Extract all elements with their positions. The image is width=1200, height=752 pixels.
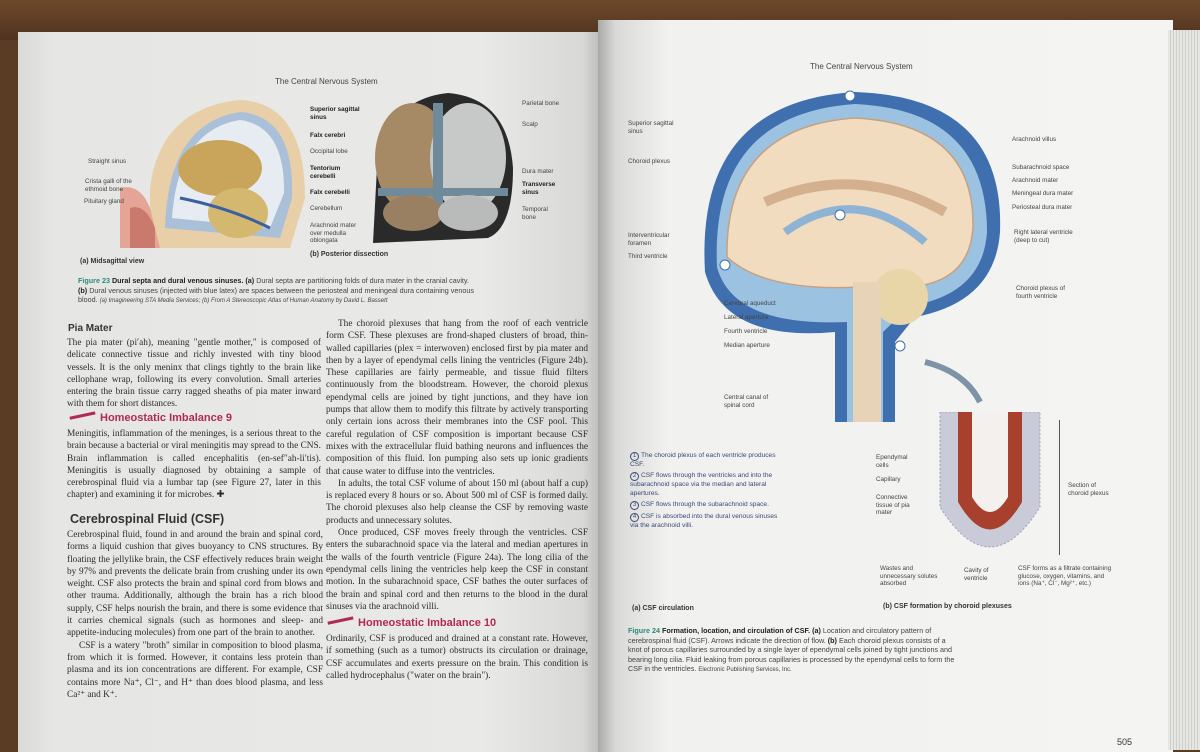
figure-24a-brain-csf-illustration [704,90,1001,422]
label-lateral-aperture: Lateral aperture [724,314,769,321]
label-tentorium-cerebelli: Tentorium cerebelli [310,165,341,180]
section-bracket [1050,420,1060,555]
label-fourth-ventricle: Fourth ventricle [724,328,768,335]
label-third-ventricle: Third ventricle [628,253,668,260]
label-choroid-plexus-fourth-ventricle: Choroid plexus of fourth ventricle [1016,285,1066,300]
figure-23a-midsagittal-illustration [120,100,305,248]
page-number: 505 [1117,737,1133,747]
label-cerebellum: Cerebellum [310,205,343,212]
label-cavity-of-ventricle: Cavity of ventricle [964,567,989,582]
label-periosteal-dura-mater: Periosteal dura mater [1012,204,1073,211]
label-meningeal-dura-mater: Meningeal dura mater [1012,190,1074,197]
label-transverse-sinus: Transverse sinus [522,181,556,196]
csf-paragraph-2: CSF is a watery "broth" similar in compo… [67,640,323,700]
label-central-canal: Central canal of spinal cord [724,394,769,409]
csf-paragraph-1: Cerebrospinal fluid, found in and around… [67,530,323,639]
figure-23a-subtitle: (a) Midsagittal view [80,258,145,265]
label-arachnoid-mater: Arachnoid mater [1012,177,1059,184]
label-csf-filtrate: CSF forms as a filtrate containing gluco… [1018,565,1112,587]
figure-24b-subtitle: (b) CSF formation by choroid plexuses [883,603,1012,610]
label-falx-cerebelli: Falx cerebelli [310,189,350,196]
choroid-paragraph-3: Once produced, CSF moves freely through … [326,528,588,612]
label-connective-tissue: Connective tissue of pia mater [876,494,910,516]
choroid-plexus-text: The choroid plexuses that hang from the … [326,318,588,613]
label-interventricular-foramen: Interventricular foramen [628,232,670,247]
homeostatic-imbalance-10-heading: Homeostatic Imbalance 10 [327,616,496,630]
label-straight-sinus: Straight sinus [88,158,127,165]
label-superior-sagittal-sinus-24a: Superior sagittal sinus [628,120,674,135]
label-scalp: Scalp [522,121,538,128]
running-header-right: The Central Nervous System [810,62,913,71]
figure-24a-subtitle: (a) CSF circulation [632,605,694,612]
pia-mater-heading: Pia Mater [68,323,113,334]
label-arachnoid-villus: Arachnoid villus [1012,136,1057,143]
pia-mater-paragraph: The pia mater (pi′ah), meaning "gentle m… [67,338,321,410]
choroid-paragraph-1: The choroid plexuses that hang from the … [326,319,588,477]
label-wastes-absorbed: Wastes and unnecessary solutes absorbed [880,565,938,587]
figure-23b-subtitle: (b) Posterior dissection [310,251,389,258]
csf-section-text: Cerebrospinal fluid, found in and around… [67,529,323,701]
label-temporal-bone: Temporal bone [522,206,548,221]
label-cerebral-aqueduct: Cerebral aqueduct [724,300,776,307]
label-occipital-lobe: Occipital lobe [310,148,348,155]
figure-24-caption: Figure 24 Formation, location, and circu… [628,626,955,674]
label-ependymal-cells: Ependymal cells [876,454,908,469]
label-median-aperture: Median aperture [724,342,770,349]
seesaw-icon [327,616,355,630]
label-arachnoid-mater-medulla: Arachnoid mater over medulla oblongata [310,222,357,244]
figure-23b-posterior-dissection-photo [373,93,513,243]
homeostatic-imbalance-9-paragraph: Meningitis, inflammation of the meninges… [67,429,321,501]
homeostatic-imbalance-9-heading: Homeostatic Imbalance 9 [69,411,232,425]
label-choroid-plexus: Choroid plexus [628,158,671,165]
label-dura-mater: Dura mater [522,168,554,175]
choroid-paragraph-2: In adults, the total CSF volume of about… [326,478,588,526]
label-subarachnoid-space: Subarachnoid space [1012,164,1070,171]
homeostatic-imbalance-10-paragraph: Ordinarily, CSF is produced and drained … [326,634,588,681]
label-parietal-bone: Parietal bone [522,100,560,107]
label-crista-galli: Crista galli of the ethmoid bone [85,178,132,193]
seesaw-icon [69,411,97,425]
label-pituitary-gland: Pituitary gland [84,198,124,205]
label-falx-cerebri: Falx cerebri [310,132,346,139]
label-superior-sagittal-sinus: Superior sagittal sinus [310,106,360,121]
figure-23-caption: Figure 23 Dural septa and dural venous s… [78,276,474,305]
running-header-left: The Central Nervous System [275,77,378,86]
figure-24b-choroid-plexus-illustration [939,412,1041,548]
label-section-of-choroid-plexus: Section of choroid plexus [1068,482,1109,497]
label-right-lateral-ventricle: Right lateral ventricle (deep to cut) [1014,229,1073,244]
label-capillary: Capillary [876,476,901,483]
csf-heading: Cerebrospinal Fluid (CSF) [70,512,225,526]
page-edges [1168,30,1200,750]
